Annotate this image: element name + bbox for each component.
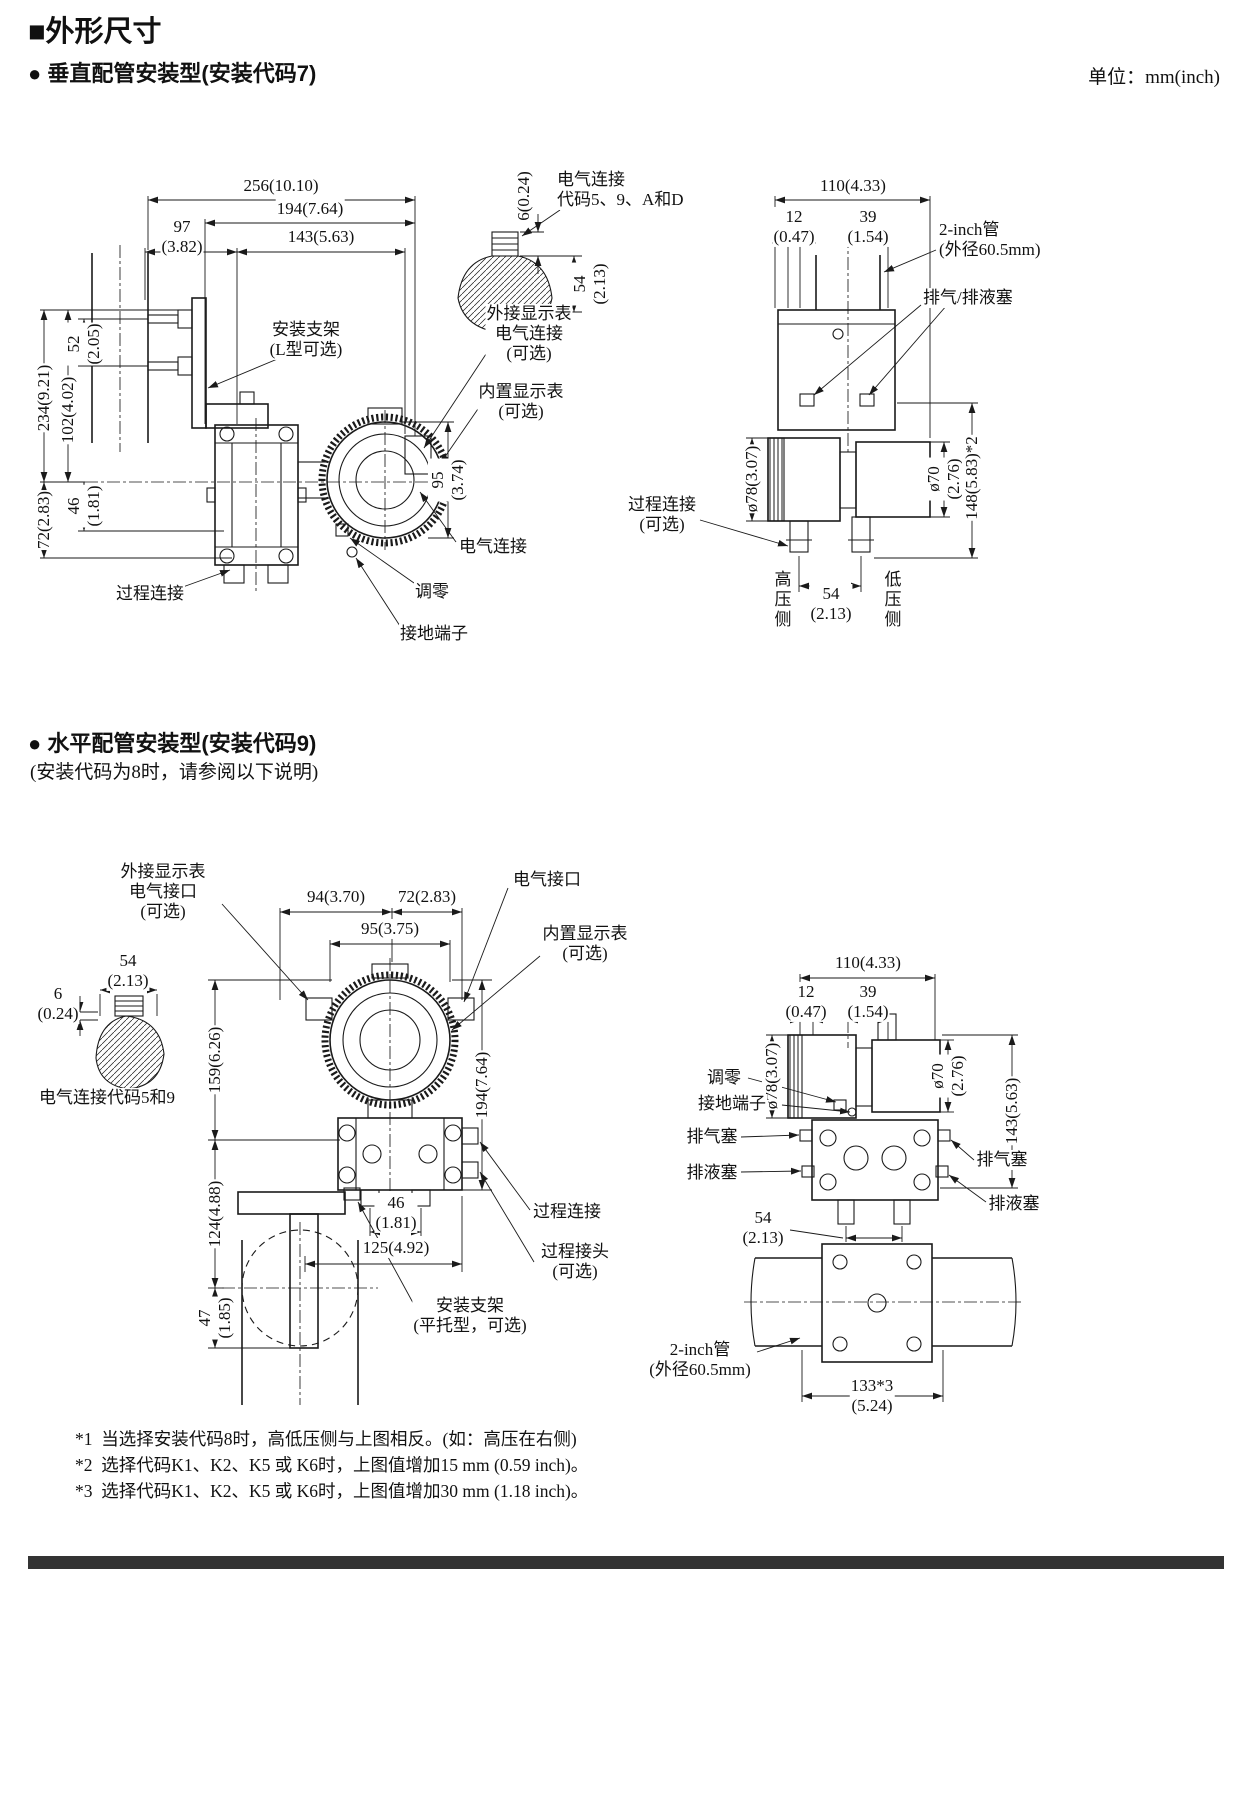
callout-elec-conn-codes: 电气连接 代码5、9、A和D xyxy=(556,169,685,211)
dim-label-6b: 6 (0.24) xyxy=(36,983,80,1025)
s2-conduit-detail xyxy=(76,986,165,1090)
label-high-pressure-side: 高 压 侧 xyxy=(773,569,793,631)
dim-label-52: 52 (2.05) xyxy=(63,322,105,366)
dim-label-97: 97 (3.82) xyxy=(160,216,204,258)
section2-heading: ● 水平配管安装型(安装代码9) xyxy=(28,731,317,756)
dim-label-143: 143(5.63) xyxy=(286,226,356,248)
dim-label-194: 194(7.64) xyxy=(275,198,345,220)
s1-front-view xyxy=(40,196,491,627)
footer-rule xyxy=(28,1556,1224,1569)
callout-integral-indicator: 内置显示表 (可选) xyxy=(477,381,565,423)
dim-label-39b: 39 (1.54) xyxy=(846,981,890,1023)
dim-label-d70: ø70 (2.76) xyxy=(923,457,965,501)
section2-subheading: (安装代码为8时，请参阅以下说明) xyxy=(30,762,319,783)
dim-label-54d: 54 (2.13) xyxy=(741,1207,785,1249)
dim-label-94: 94(3.70) xyxy=(305,886,367,908)
s1-side-view xyxy=(699,196,978,592)
dim-label-d70b: ø70 (2.76) xyxy=(927,1054,969,1098)
callout-electrical-connection: 电气连接 xyxy=(458,536,528,558)
callout-vent-drain-plug: 排气/排液塞 xyxy=(922,287,1014,309)
section1-heading: ● 垂直配管安装型(安装代码7) xyxy=(28,61,317,86)
callout-ground-terminal-2: 接地端子 xyxy=(697,1093,767,1115)
callout-process-adapter: 过程接头 (可选) xyxy=(540,1241,610,1283)
callout-vent-plug-left: 排气塞 xyxy=(685,1126,739,1148)
callout-drain-plug-right: 排液塞 xyxy=(987,1193,1041,1215)
callout-ground-terminal: 接地端子 xyxy=(399,623,469,645)
dim-label-133: 133*3 (5.24) xyxy=(849,1375,895,1417)
dim-label-194b: 194(7.64) xyxy=(471,1050,493,1120)
callout-2inch-pipe: 2-inch管 (外径60.5mm) xyxy=(938,219,1042,261)
dim-label-12b: 12 (0.47) xyxy=(784,981,828,1023)
callout-mounting-bracket-flat: 安装支架 (平托型，可选) xyxy=(412,1295,528,1337)
footnote-2: *2 选择代码K1、K2、K5 或 K6时，上图值增加15 mm (0.59 i… xyxy=(75,1455,589,1475)
callout-mounting-bracket: 安装支架 (L型可选) xyxy=(268,319,344,361)
dim-label-54-detail: 54 (2.13) xyxy=(569,262,611,306)
callout-external-indicator-2: 外接显示表 电气接口 (可选) xyxy=(119,861,207,923)
callout-process-connection-opt: 过程连接 (可选) xyxy=(627,494,697,536)
dim-label-234: 234(9.21) xyxy=(33,363,55,433)
callout-elec-conn-codes-2: 电气连接代码5和9 xyxy=(38,1087,176,1109)
dim-label-12: 12 (0.47) xyxy=(772,206,816,248)
dim-label-72h: 72(2.83) xyxy=(396,886,458,908)
dim-label-54-side: 54 (2.13) xyxy=(809,583,853,625)
footnote-3: *3 选择代码K1、K2、K5 或 K6时，上图值增加30 mm (1.18 i… xyxy=(75,1481,589,1501)
dim-label-102: 102(4.02) xyxy=(57,375,79,445)
dim-label-256: 256(10.10) xyxy=(242,175,320,197)
dim-label-46: 46 (1.81) xyxy=(63,484,105,528)
dim-label-159: 159(6.26) xyxy=(204,1025,226,1095)
dim-label-54c: 54 (2.13) xyxy=(106,950,150,992)
dim-label-47: 47 (1.85) xyxy=(194,1296,236,1340)
dim-label-95h: 95(3.75) xyxy=(359,918,421,940)
dim-label-95: 95 (3.74) xyxy=(427,458,469,502)
s2-side-view xyxy=(740,974,1024,1402)
callout-integral-indicator-2: 内置显示表 (可选) xyxy=(541,923,629,965)
s2-front-view xyxy=(208,887,541,1405)
dim-label-110b: 110(4.33) xyxy=(834,952,902,974)
dim-label-72: 72(2.83) xyxy=(33,489,55,551)
dim-label-d78: ø78(3.07) xyxy=(741,444,763,514)
callout-electrical-port: 电气接口 xyxy=(512,869,582,891)
dim-label-125: 125(4.92) xyxy=(361,1237,431,1259)
unit-note: 单位：mm(inch) xyxy=(1088,67,1220,88)
callout-zero-adjustment-2: 调零 xyxy=(706,1067,742,1089)
dim-label-46b: 46 (1.81) xyxy=(374,1192,418,1234)
dim-label-148: 148(5.83)*2 xyxy=(961,435,983,521)
dim-label-124: 124(4.88) xyxy=(204,1179,226,1249)
dim-label-6: 6(0.24) xyxy=(513,170,535,222)
callout-vent-plug-right: 排气塞 xyxy=(975,1149,1029,1171)
dim-label-110: 110(4.33) xyxy=(819,175,887,197)
dim-label-143b: 143(5.63) xyxy=(1001,1076,1023,1146)
footnote-1: *1 当选择安装代码8时，高低压侧与上图相反。(如：高压在右侧) xyxy=(75,1429,577,1449)
callout-process-connection: 过程连接 xyxy=(115,583,185,605)
dim-label-39: 39 (1.54) xyxy=(846,206,890,248)
callout-drain-plug-left: 排液塞 xyxy=(685,1162,739,1184)
label-low-pressure-side: 低 压 侧 xyxy=(883,569,903,631)
callout-zero-adjustment: 调零 xyxy=(414,581,450,603)
callout-external-indicator: 外接显示表 电气连接 (可选) xyxy=(485,303,573,365)
callout-process-connection-2: 过程连接 xyxy=(532,1201,602,1223)
page-title: ■外形尺寸 xyxy=(28,16,162,48)
callout-2inch-pipe-2: 2-inch管 (外径60.5mm) xyxy=(648,1339,752,1381)
